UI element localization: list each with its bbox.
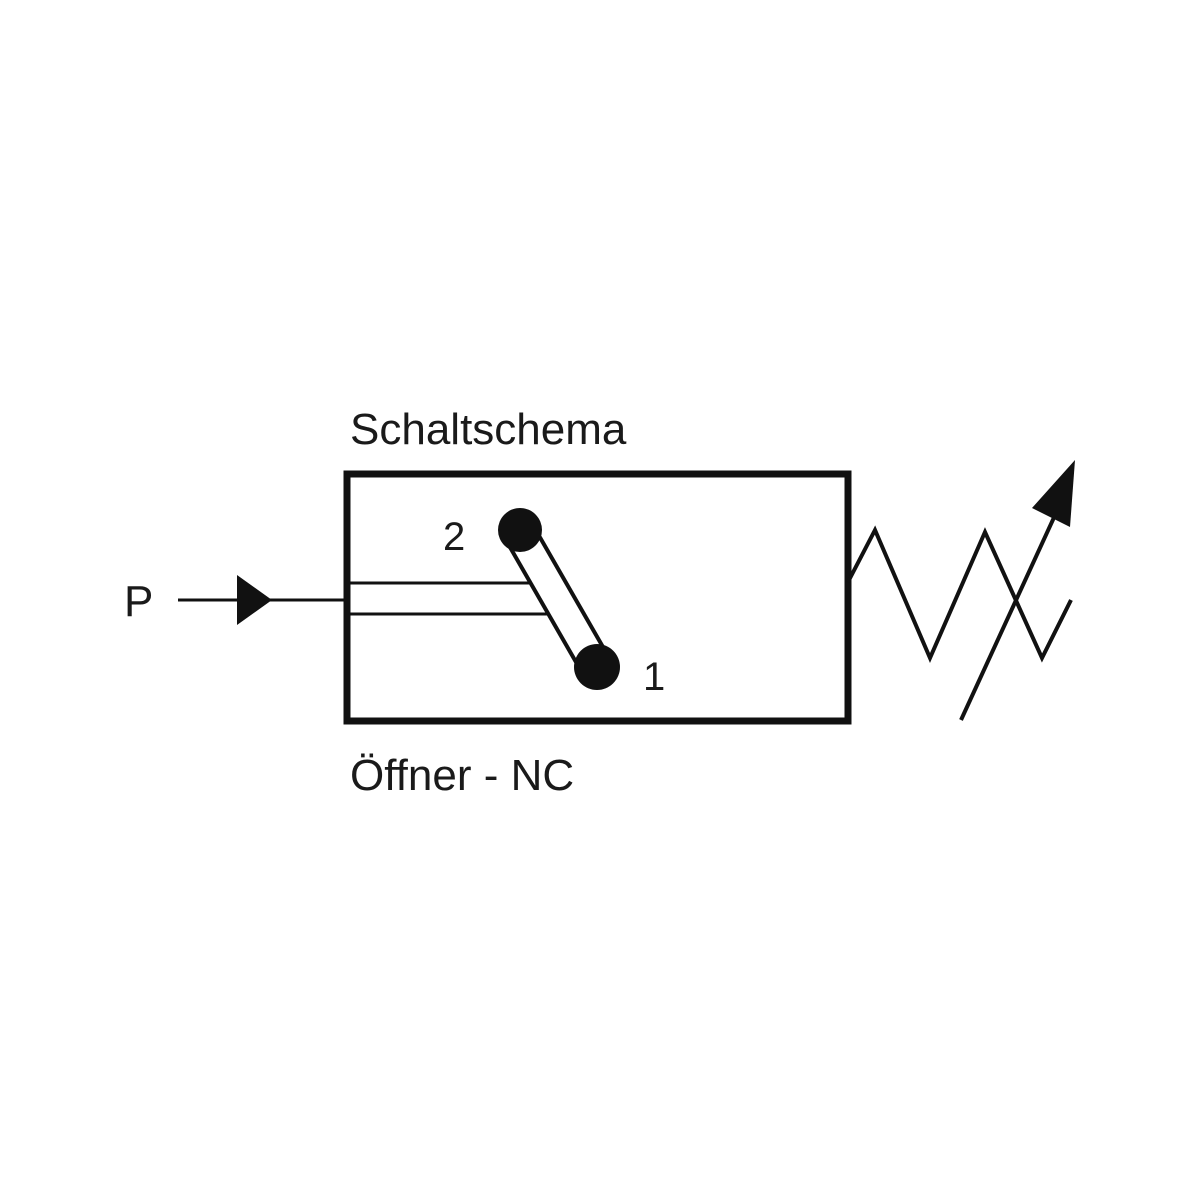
- contact-1-dot: [574, 644, 620, 690]
- adjustment-arrow-icon: [1032, 460, 1075, 527]
- contact-lever-right: [532, 526, 613, 662]
- contact-lever-left: [505, 541, 586, 677]
- contact-label-2: 2: [443, 515, 465, 559]
- schematic-title: Schaltschema: [350, 405, 627, 454]
- schematic-subtitle: Öffner - NC: [350, 751, 574, 800]
- flow-arrow-icon: [237, 575, 272, 625]
- contact-label-1: 1: [643, 655, 665, 699]
- adjustable-spring: [846, 525, 1073, 664]
- contact-2-dot: [498, 508, 542, 552]
- adjustment-arrow-line: [959, 499, 1064, 721]
- port-label-p: P: [124, 577, 153, 626]
- switch-housing: [343, 470, 852, 725]
